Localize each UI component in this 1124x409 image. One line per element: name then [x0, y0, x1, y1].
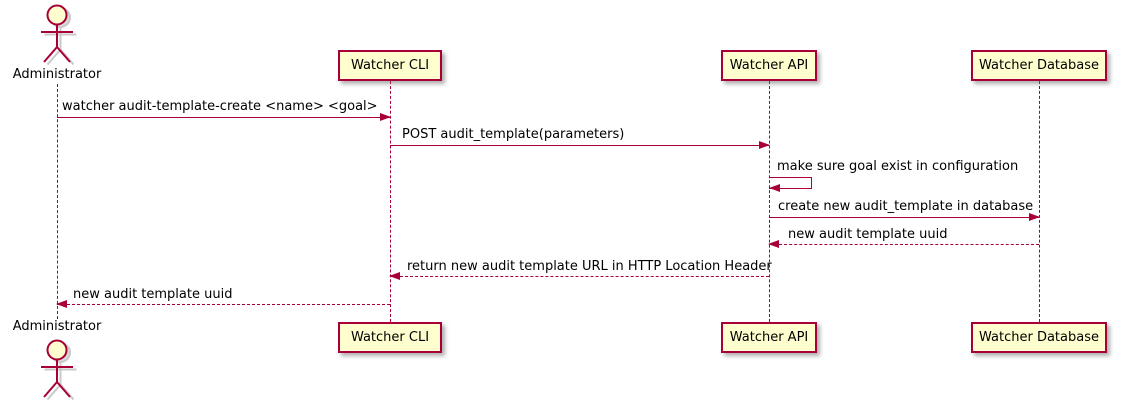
- arrowhead-left-icon: [769, 184, 780, 192]
- participant-label: Watcher API: [729, 330, 809, 345]
- message-3-self-loop: [769, 177, 812, 189]
- lifeline-watcher-cli: [390, 81, 391, 322]
- participant-label: Watcher Database: [979, 58, 1099, 73]
- message-3-label: make sure goal exist in configuration: [777, 159, 1019, 174]
- actor-stick-figure-icon: [41, 339, 77, 401]
- message-7-arrow: [56, 300, 390, 308]
- message-6-label: return new audit template URL in HTTP Lo…: [407, 259, 772, 274]
- message-7-label: new audit template uuid: [73, 287, 233, 302]
- lifeline-watcher-api: [769, 81, 770, 322]
- arrowhead-left-icon: [768, 240, 779, 248]
- message-6-arrow: [389, 272, 769, 280]
- actor-stick-figure-icon: [41, 4, 77, 66]
- message-5-label: new audit template uuid: [788, 227, 948, 242]
- arrowhead-right-icon: [759, 141, 770, 149]
- message-2-label: POST audit_template(parameters): [402, 127, 625, 142]
- message-4-label: create new audit_template in database: [778, 199, 1034, 214]
- actor-label-top: Administrator: [12, 67, 102, 82]
- actor-label-bottom: Administrator: [12, 319, 102, 334]
- participant-watcher-database-top: Watcher Database: [971, 50, 1107, 81]
- lifeline-watcher-database: [1039, 81, 1040, 322]
- participant-watcher-cli-top: Watcher CLI: [338, 50, 442, 81]
- arrowhead-left-icon: [56, 300, 67, 308]
- arrowhead-right-icon: [380, 113, 391, 121]
- lifeline-administrator: [57, 84, 58, 319]
- participant-watcher-database-bottom: Watcher Database: [971, 322, 1107, 353]
- participant-label: Watcher CLI: [350, 330, 430, 345]
- participant-label: Watcher Database: [979, 330, 1099, 345]
- arrowhead-left-icon: [389, 272, 400, 280]
- message-2-arrow: [390, 141, 770, 149]
- message-5-arrow: [768, 240, 1039, 248]
- participant-watcher-api-top: Watcher API: [721, 50, 817, 81]
- participant-label: Watcher API: [729, 58, 809, 73]
- participant-watcher-cli-bottom: Watcher CLI: [338, 322, 442, 353]
- message-4-arrow: [769, 213, 1040, 221]
- message-1-label: watcher audit-template-create <name> <go…: [62, 99, 378, 114]
- participant-label: Watcher CLI: [350, 58, 430, 73]
- participant-watcher-api-bottom: Watcher API: [721, 322, 817, 353]
- message-1-arrow: [57, 113, 391, 121]
- arrowhead-right-icon: [1029, 213, 1040, 221]
